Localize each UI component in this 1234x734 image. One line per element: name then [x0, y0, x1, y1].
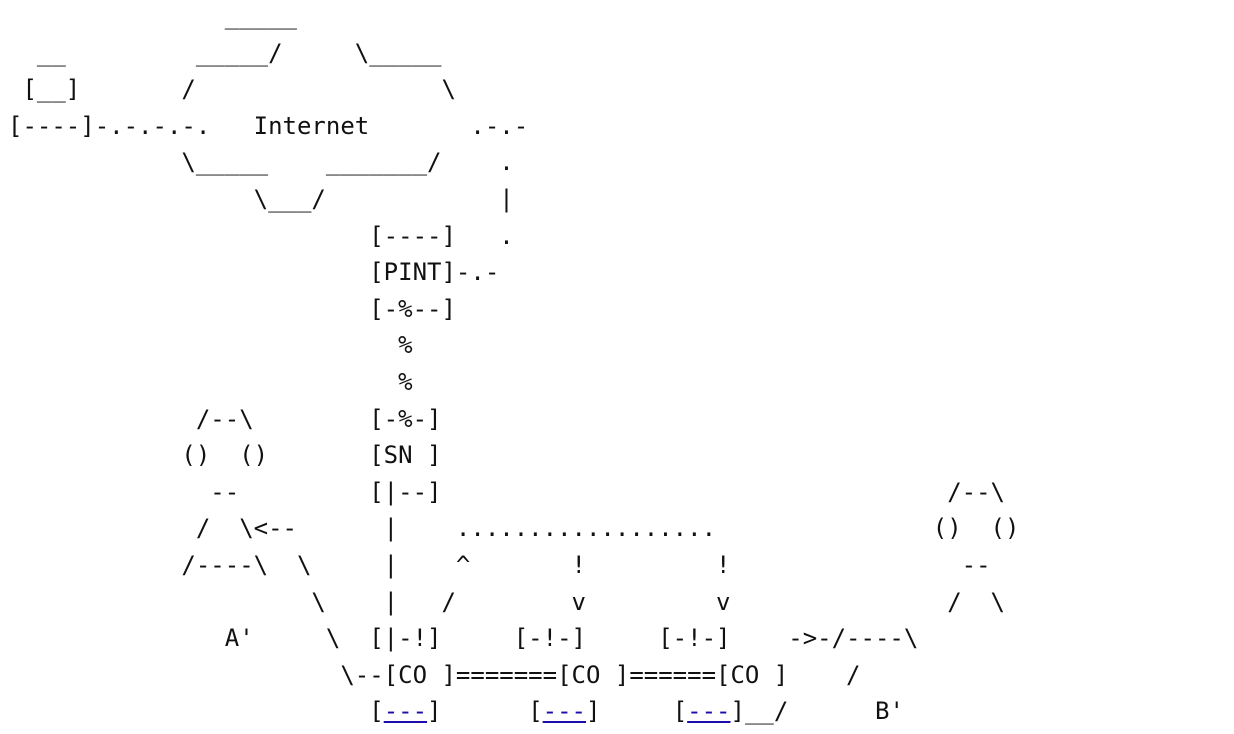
diagram-text: [----]-.-.-.-. Internet .-.- [8, 111, 529, 140]
diagram-line: _____ [8, 2, 297, 30]
diagram-text: \___/ | [8, 184, 514, 213]
diagram-line: -- [|--] /--\ [8, 478, 1005, 506]
diagram-text: -- [|--] /--\ [8, 477, 1005, 506]
diagram-text: () () [SN ] [8, 441, 442, 470]
diagram-text: A' \ [|-!] [-!-] [-!-] ->-/----\ [8, 624, 919, 653]
diagram-text: % [8, 331, 413, 360]
network-topology-ascii-diagram: _____ __ _____/ \_____ [__] / \ [----]-.… [8, 0, 1019, 730]
diagram-line: % [8, 331, 413, 360]
diagram-line: [----]-.-.-.-. Internet .-.- [8, 112, 528, 140]
diagram-line: A' \ [|-!] [-!-] [-!-] ->-/----\ [8, 624, 919, 653]
diagram-line: /--\ [-%-] [8, 404, 442, 433]
diagram-text: __ _____/ \_____ [8, 38, 442, 67]
diagram-text: _____ [8, 2, 297, 30]
diagram-text: [__] / \ [8, 75, 456, 104]
co-link-2[interactable]: --- [542, 697, 586, 726]
diagram-line: [-%--] [8, 295, 456, 323]
diagram-line: [PINT]-.- [8, 258, 499, 286]
diagram-line: () () [SN ] [8, 441, 441, 469]
diagram-text: /--\ [-%-] [8, 404, 442, 433]
diagram-line: \ | / v v / \ [8, 588, 1005, 616]
diagram-line: \_____ _______/ . [8, 148, 514, 177]
diagram-line: [__] / \ [8, 75, 456, 103]
diagram-text: ]__/ B' [730, 697, 904, 726]
diagram-text: \--[CO ]=======[CO ]======[CO ] / [8, 660, 861, 689]
diagram-line: / \<-- | .................. () () [8, 514, 1020, 543]
diagram-line: \___/ | [8, 185, 514, 213]
diagram-text: [----] . [8, 221, 514, 250]
diagram-text: [PINT]-.- [8, 258, 500, 287]
diagram-text: \_____ _______/ . [8, 148, 514, 177]
diagram-text: ] [ [427, 697, 543, 726]
diagram-text: \ | / v v / \ [8, 587, 1005, 616]
co-link-1[interactable]: --- [383, 697, 428, 726]
diagram-line: \--[CO ]=======[CO ]======[CO ] / [8, 660, 861, 689]
diagram-text: / \<-- | .................. () () [8, 514, 1020, 543]
diagram-line: __ _____/ \_____ [8, 38, 442, 67]
diagram-text: ] [ [586, 697, 688, 726]
diagram-line: [---] [---] [---]__/ B' [8, 697, 904, 725]
diagram-text: [ [8, 697, 384, 726]
diagram-text: % [8, 367, 413, 396]
diagram-text: [-%--] [8, 294, 456, 323]
diagram-line: [----] . [8, 222, 514, 250]
diagram-line: % [8, 367, 413, 396]
diagram-text: /----\ \ | ^ ! ! -- [8, 550, 991, 579]
co-link-3[interactable]: --- [687, 697, 731, 726]
diagram-line: /----\ \ | ^ ! ! -- [8, 550, 991, 579]
